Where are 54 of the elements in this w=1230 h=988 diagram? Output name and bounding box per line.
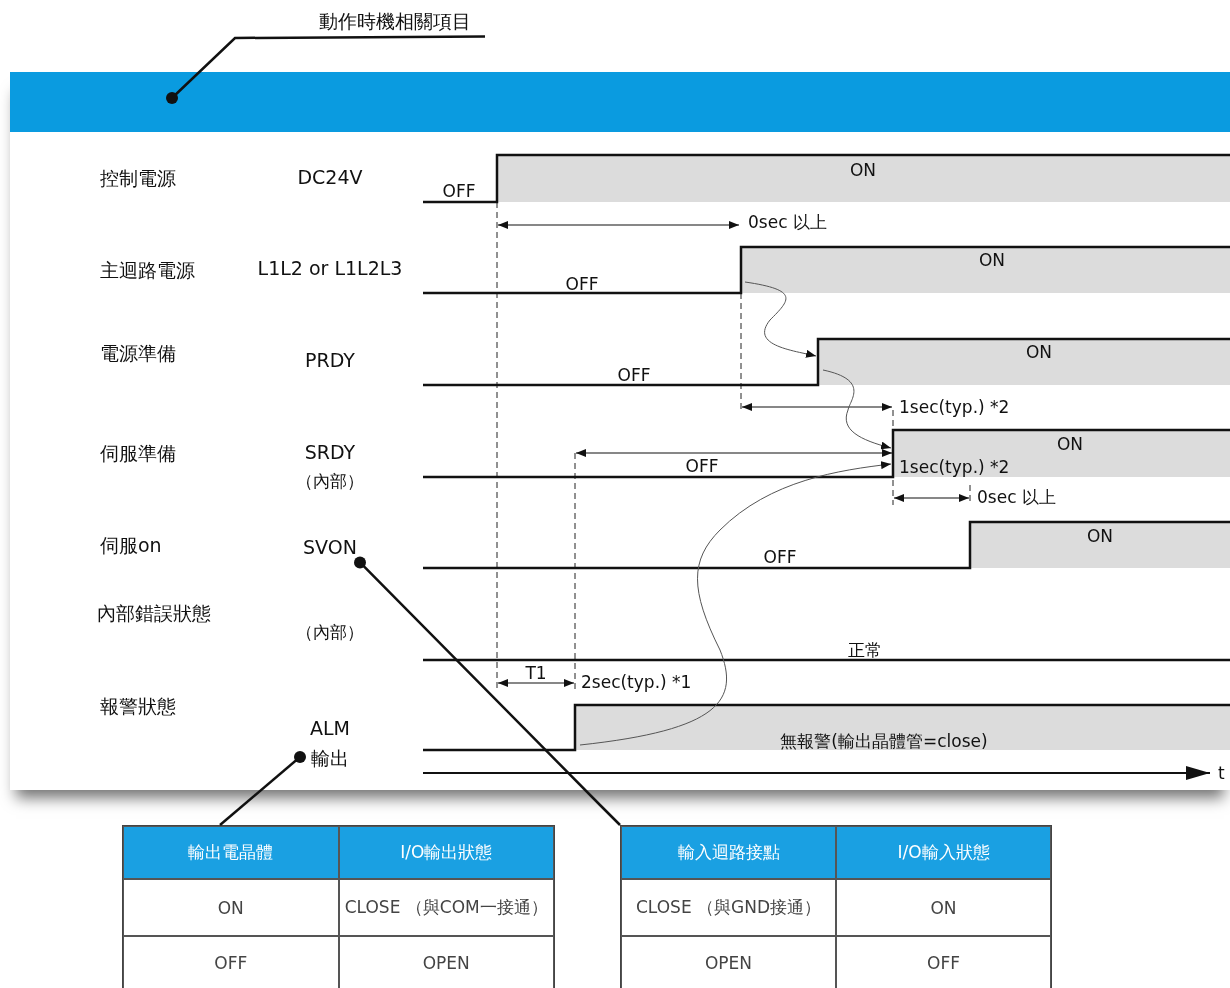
state-label: OFF bbox=[565, 274, 599, 294]
signal-name: SVON bbox=[302, 535, 358, 560]
row-name: 控制電源 bbox=[100, 167, 176, 189]
table-cell: ON bbox=[836, 879, 1051, 936]
heading-text: 動作時機相關項目 bbox=[318, 9, 472, 34]
table-cell: OPEN bbox=[338, 936, 554, 988]
signal-note: （內部） bbox=[296, 622, 364, 642]
state-label: 正常 bbox=[848, 640, 882, 660]
row-name: 內部錯誤狀態 bbox=[97, 602, 211, 624]
state-label: OFF bbox=[442, 181, 476, 201]
table bbox=[122, 825, 555, 988]
signal-name: 輸出 bbox=[310, 746, 350, 772]
signal-name: SRDY bbox=[304, 441, 356, 463]
leader-line bbox=[219, 751, 306, 826]
row-name: 伺服on bbox=[100, 534, 162, 556]
table-cell: OFF bbox=[836, 936, 1051, 988]
signal-name: ALM bbox=[309, 716, 351, 741]
state-label: 無報警(輸出晶體管=close) bbox=[780, 731, 988, 751]
table-cell: OPEN bbox=[621, 936, 836, 988]
timing-note: 1sec(typ.) *2 bbox=[899, 457, 1010, 477]
timing-note: 1sec(typ.) *2 bbox=[899, 397, 1010, 417]
signal-name: PRDY bbox=[305, 349, 355, 371]
state-label: OFF bbox=[617, 365, 651, 385]
row-name: 報警狀態 bbox=[100, 695, 176, 717]
row-name: 主迴路電源 bbox=[100, 259, 195, 281]
timing-note: 0sec 以上 bbox=[748, 212, 827, 232]
leader-line bbox=[354, 556, 621, 826]
signal-name: DC24V bbox=[297, 166, 363, 188]
state-label: ON bbox=[1056, 434, 1084, 454]
table-cell: CLOSE （與COM一接通） bbox=[338, 879, 554, 936]
row-name: 電源準備 bbox=[100, 342, 176, 364]
header-cell: 輸入迴路接點 bbox=[621, 826, 836, 879]
header-cell: I/O輸入狀態 bbox=[836, 826, 1051, 879]
timing-note: 2sec(typ.) *1 bbox=[581, 672, 692, 692]
header-cell: I/O輸出狀態 bbox=[338, 826, 554, 879]
state-label: ON bbox=[1025, 342, 1053, 362]
table-cell: ON bbox=[123, 879, 339, 936]
signal-note: （內部） bbox=[296, 471, 364, 491]
header-band bbox=[10, 72, 1230, 132]
row-name: 伺服準備 bbox=[100, 442, 176, 464]
state-label: ON bbox=[849, 160, 877, 180]
state-label: OFF bbox=[763, 547, 797, 567]
state-label: OFF bbox=[685, 456, 719, 476]
state-label: ON bbox=[978, 250, 1006, 270]
axis-label: t bbox=[1218, 763, 1225, 783]
header-cell: 輸出電晶體 bbox=[123, 826, 339, 879]
timing-note: 0sec 以上 bbox=[977, 487, 1056, 507]
state-label: ON bbox=[1086, 526, 1114, 546]
table-cell: OFF bbox=[123, 936, 339, 988]
table-cell: CLOSE （與GND接通） bbox=[621, 879, 836, 936]
timing-note: T1 bbox=[525, 663, 547, 683]
leader-line bbox=[166, 35, 485, 104]
signal-name: L1L2 or L1L2L3 bbox=[257, 257, 403, 279]
table bbox=[620, 825, 1052, 988]
